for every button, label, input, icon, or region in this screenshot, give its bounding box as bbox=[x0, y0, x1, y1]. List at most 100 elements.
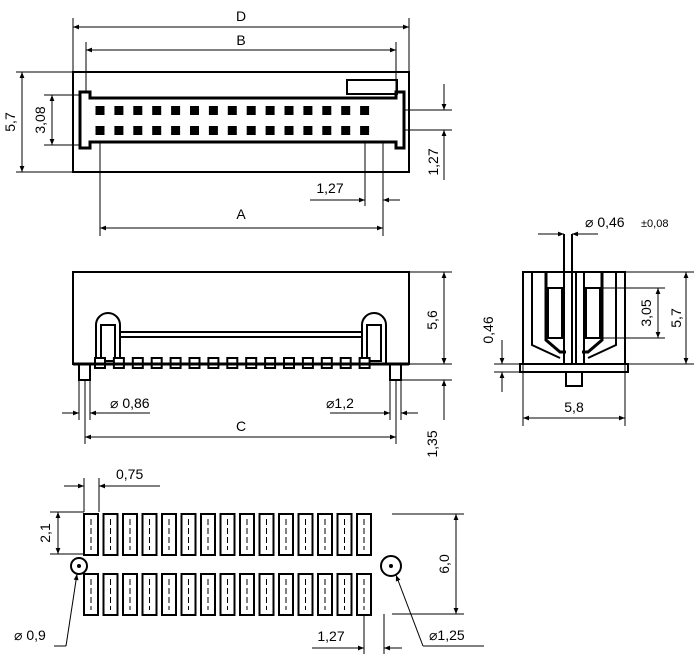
contact-square bbox=[171, 106, 181, 115]
contact-square bbox=[246, 106, 256, 115]
contact-square bbox=[322, 126, 332, 135]
label-5-7: 5,7 bbox=[2, 112, 18, 132]
contact-square bbox=[133, 106, 143, 115]
label-pitch-top: 1,27 bbox=[316, 180, 343, 196]
side-view-peg bbox=[565, 371, 583, 387]
contact-square bbox=[114, 126, 124, 135]
contact-square bbox=[265, 106, 275, 115]
footprint-pad bbox=[297, 573, 314, 616]
footprint-pad bbox=[278, 573, 294, 616]
footprint-view: 0,75 2,1 6,0 ⌀ 0,9 ⌀1,25 1,27 bbox=[14, 466, 484, 654]
contact-square bbox=[208, 126, 218, 135]
front-view-left-peg bbox=[95, 312, 121, 365]
footprint-pad bbox=[83, 513, 99, 556]
footprint-pad bbox=[258, 513, 275, 556]
footprint-pad bbox=[161, 573, 177, 616]
footprint-hole-left bbox=[70, 557, 88, 575]
footprint-pad-array bbox=[83, 513, 372, 616]
contact-square bbox=[152, 106, 162, 115]
label-1-35: 1,35 bbox=[424, 430, 440, 457]
footprint-pad bbox=[102, 573, 119, 616]
contact-square bbox=[227, 106, 237, 115]
label-1-25: ⌀1,25 bbox=[429, 627, 465, 643]
label-d: D bbox=[236, 8, 246, 24]
footprint-pad bbox=[83, 573, 99, 616]
footprint-pad bbox=[200, 573, 216, 616]
label-1-2: ⌀1,2 bbox=[326, 395, 354, 411]
label-pin-tol: ±0,08 bbox=[641, 218, 668, 230]
label-2-1: 2,1 bbox=[37, 523, 53, 543]
front-view-body bbox=[72, 271, 410, 365]
top-view-pin-grid bbox=[95, 106, 370, 135]
contact-square bbox=[284, 106, 294, 115]
contact-square bbox=[114, 106, 124, 115]
footprint-pad bbox=[239, 513, 255, 556]
front-view: 5,6 1,35 C ⌀ 0,86 ⌀1,2 bbox=[62, 271, 452, 458]
footprint-pad bbox=[336, 513, 353, 556]
footprint-pad bbox=[122, 573, 138, 616]
contact-square bbox=[265, 126, 275, 135]
label-5-6: 5,6 bbox=[424, 310, 440, 330]
footprint-pad bbox=[278, 513, 294, 556]
footprint-pad bbox=[239, 573, 255, 616]
label-0-9: ⌀ 0,9 bbox=[14, 627, 46, 643]
top-view-outer-body bbox=[72, 71, 410, 173]
label-0-86: ⌀ 0,86 bbox=[110, 395, 150, 411]
footprint-pad bbox=[141, 513, 158, 556]
contact-square bbox=[190, 126, 199, 135]
top-view-inner-cavity bbox=[78, 90, 406, 150]
label-a: A bbox=[236, 206, 246, 222]
label-b: B bbox=[236, 32, 245, 48]
label-pin-dia: ⌀ 0,46 bbox=[585, 214, 625, 230]
side-view: ⌀ 0,46 ±0,08 0,46 3,05 5,7 5,8 bbox=[480, 214, 694, 426]
label-pitch-right: 1,27 bbox=[425, 148, 441, 175]
label-5-8: 5,8 bbox=[564, 399, 584, 415]
footprint-pad bbox=[336, 573, 353, 616]
footprint-pad bbox=[219, 513, 236, 556]
footprint-pad bbox=[356, 513, 372, 556]
contact-square bbox=[341, 106, 351, 115]
label-0-75: 0,75 bbox=[116, 466, 143, 482]
label-c: C bbox=[236, 418, 246, 434]
contact-square bbox=[152, 126, 162, 135]
label-3-08: 3,08 bbox=[32, 106, 48, 133]
footprint-pad bbox=[180, 513, 197, 556]
footprint-pad bbox=[161, 513, 177, 556]
contact-square bbox=[133, 126, 143, 135]
label-5-7-side: 5,7 bbox=[668, 308, 684, 328]
footprint-pad bbox=[180, 573, 197, 616]
footprint-pad bbox=[219, 573, 236, 616]
top-view-keyway bbox=[346, 79, 398, 95]
contact-square bbox=[95, 126, 105, 135]
footprint-hole-right bbox=[380, 555, 402, 577]
footprint-pad bbox=[122, 513, 138, 556]
contact-square bbox=[95, 106, 105, 115]
contact-square bbox=[322, 106, 332, 115]
contact-square bbox=[303, 126, 313, 135]
contact-square bbox=[246, 126, 256, 135]
contact-square bbox=[303, 106, 313, 115]
contact-square bbox=[208, 106, 218, 115]
label-6-0: 6,0 bbox=[436, 554, 452, 574]
footprint-pad bbox=[200, 513, 216, 556]
side-view-body bbox=[522, 271, 626, 365]
label-pitch-bottom: 1,27 bbox=[317, 628, 344, 644]
contact-square bbox=[360, 126, 370, 135]
top-view: D B 5,7 3,08 A 1,27 1,27 bbox=[2, 8, 452, 236]
contact-square bbox=[360, 106, 370, 115]
label-0-46: 0,46 bbox=[480, 316, 496, 343]
front-view-right-peg bbox=[361, 312, 387, 365]
footprint-pad bbox=[317, 573, 333, 616]
contact-square bbox=[227, 126, 237, 135]
footprint-pad bbox=[317, 513, 333, 556]
footprint-pad bbox=[141, 573, 158, 616]
contact-square bbox=[284, 126, 294, 135]
contact-square bbox=[190, 106, 199, 115]
contact-square bbox=[171, 126, 181, 135]
contact-square bbox=[341, 126, 351, 135]
footprint-pad bbox=[258, 573, 275, 616]
label-3-05: 3,05 bbox=[638, 299, 654, 326]
footprint-pad bbox=[297, 513, 314, 556]
footprint-pad bbox=[102, 513, 119, 556]
